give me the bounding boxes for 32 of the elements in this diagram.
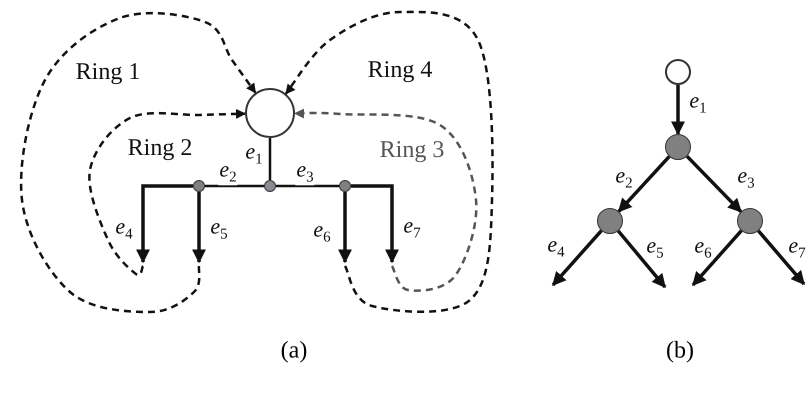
edge-label: Ring 2: [126, 136, 194, 160]
arrow: [351, 184, 399, 264]
junction-dot: [193, 180, 205, 192]
edge-label: Ring 1: [74, 60, 142, 84]
circle-node: [665, 134, 691, 160]
arrow: [686, 155, 742, 213]
dashed-arrow: [88, 108, 246, 276]
arrow: [757, 230, 806, 286]
junction-dot: [339, 180, 351, 192]
junction-dot: [264, 180, 276, 192]
edge-label: Ring 3: [378, 138, 446, 162]
dashed-arrow: [20, 12, 256, 314]
dashed-arrow: [294, 108, 478, 292]
arrow: [338, 192, 352, 264]
circle-node: [737, 208, 763, 234]
arrow: [192, 192, 206, 264]
dashed-arrow: [284, 10, 494, 313]
arrow: [616, 230, 666, 288]
circle-node: [597, 208, 623, 234]
connector-line: [268, 138, 272, 180]
circle-node: [245, 88, 295, 138]
arrow: [618, 155, 670, 213]
edge-label: Ring 4: [366, 58, 434, 82]
panel-label: (b): [666, 338, 694, 364]
circle-node: [665, 59, 691, 85]
arrow: [136, 184, 193, 264]
panel-label: (a): [280, 338, 308, 364]
arrow: [671, 85, 685, 136]
connector-line: [205, 184, 264, 188]
arrow: [692, 230, 743, 286]
arrow: [552, 230, 603, 286]
connector-line: [276, 184, 339, 188]
